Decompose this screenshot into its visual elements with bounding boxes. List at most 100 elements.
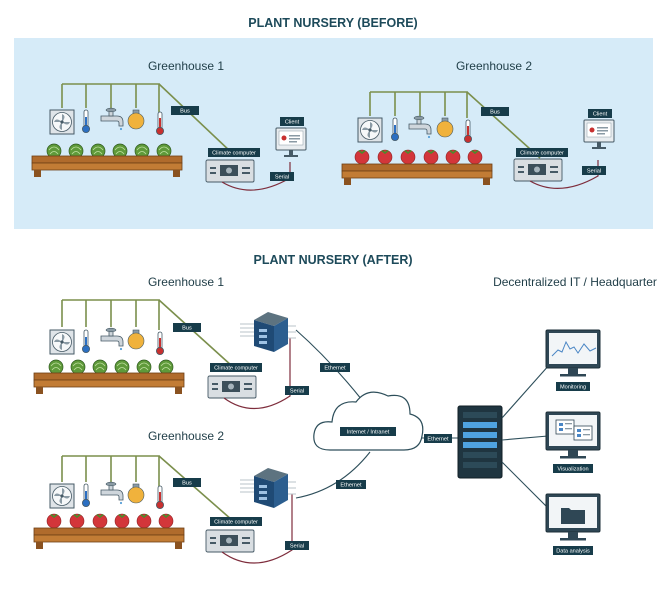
tomato-icon [114, 513, 130, 529]
serial-label: Serial [270, 172, 294, 181]
tomato-icon [467, 149, 483, 165]
bus-label: Bus [173, 478, 201, 487]
greenhouse-label: Greenhouse 1 [148, 59, 224, 73]
server-ethernet-label: Ethernet [424, 434, 452, 443]
after-greenhouse-1: Greenhouse 1 Bus Climate computer [33, 275, 363, 410]
tomato-icon [92, 513, 108, 529]
light-bulb-icon [127, 329, 145, 350]
bus-label: Bus [481, 107, 509, 116]
bus-wire [369, 91, 541, 159]
tomato-icon [46, 513, 62, 529]
svg-text:Bus: Bus [490, 110, 500, 116]
before-greenhouse-2: Greenhouse 2 Bus Climate computer [341, 59, 615, 190]
greenhouse-label: Greenhouse 1 [148, 275, 224, 289]
planter-box [33, 372, 185, 395]
svg-text:Bus: Bus [180, 109, 190, 115]
greenhouse-label: Greenhouse 2 [456, 59, 532, 73]
serial-cable [529, 160, 599, 190]
link-data-analysis [501, 461, 551, 511]
svg-text:Visualization: Visualization [557, 467, 588, 473]
monitor-visualization: Visualization [545, 411, 601, 473]
svg-text:Data analysis: Data analysis [556, 549, 590, 555]
thermometer-icon [155, 331, 165, 356]
planter-box [33, 527, 185, 550]
serial-label: Serial [582, 166, 606, 175]
chart-line-icon [551, 340, 597, 357]
light-bulb-icon [127, 483, 145, 504]
svg-text:Climate computer: Climate computer [214, 366, 258, 372]
svg-text:Client: Client [593, 112, 608, 118]
plant-icon [70, 359, 86, 375]
tomato-icon [445, 149, 461, 165]
plant-icon [158, 359, 174, 375]
svg-text:Bus: Bus [182, 326, 192, 332]
climate-computer-label: Climate computer [210, 363, 262, 372]
link-monitoring [501, 363, 551, 419]
monitor-monitoring: Monitoring [545, 329, 601, 391]
after-title: PLANT NURSERY (AFTER) [253, 253, 412, 267]
plant-icon [92, 359, 108, 375]
after-greenhouse-2: Greenhouse 2 Bus Climate computer [33, 429, 371, 564]
tomato-icon [158, 513, 174, 529]
serial-label: Serial [285, 386, 309, 395]
climate-computer-label: Climate computer [210, 517, 262, 526]
serial-label: Serial [285, 541, 309, 550]
svg-text:Serial: Serial [587, 169, 601, 175]
svg-text:Climate computer: Climate computer [212, 151, 256, 157]
climate-computer-icon [205, 529, 255, 553]
before-greenhouse-1: Greenhouse 1 Bus Climate computer [31, 59, 307, 191]
faucet-icon [100, 481, 124, 505]
ethernet-label: Ethernet [336, 480, 366, 489]
svg-text:Client: Client [285, 120, 300, 126]
ethernet-link [295, 329, 363, 401]
ethernet-label: Ethernet [320, 363, 350, 372]
svg-text:Ethernet: Ethernet [340, 483, 362, 489]
cloud-label: Internet / Intranet [340, 427, 396, 436]
client-label: Client [588, 109, 612, 118]
tomato-icon [136, 513, 152, 529]
svg-text:Serial: Serial [290, 389, 304, 395]
bus-label: Bus [171, 106, 199, 115]
network-switch-icon [239, 311, 297, 353]
cloud-icon: Internet / Intranet [313, 391, 424, 451]
plant-icon [136, 359, 152, 375]
bus-label: Bus [173, 323, 201, 332]
climate-computer-label: Climate computer [516, 148, 568, 157]
before-panel [14, 38, 653, 229]
thermometer-icon [155, 485, 165, 510]
monitor-data-analysis: Data analysis [545, 493, 601, 555]
svg-text:Ethernet: Ethernet [427, 437, 449, 443]
headquarter-label: Decentralized IT / Headquarter [493, 275, 657, 289]
bus-wire [61, 455, 233, 521]
plant-icon [48, 359, 64, 375]
bus-wire [61, 83, 233, 154]
tomato-icon [354, 149, 370, 165]
greenhouse-label: Greenhouse 2 [148, 429, 224, 443]
climate-computer-icon [513, 158, 563, 182]
svg-text:Serial: Serial [275, 175, 289, 181]
svg-text:Bus: Bus [182, 481, 192, 487]
before-title: PLANT NURSERY (BEFORE) [248, 16, 417, 30]
ethernet-link [295, 451, 371, 499]
dashboard-icon [555, 419, 593, 441]
plant-icon [114, 359, 130, 375]
serial-cable [223, 338, 291, 410]
tomato-icon [69, 513, 85, 529]
svg-text:Internet / Intranet: Internet / Intranet [347, 430, 390, 436]
tomato-icon [377, 149, 393, 165]
folder-icon [561, 508, 585, 524]
climate-computer-icon [205, 159, 255, 183]
climate-computer-label: Climate computer [208, 148, 260, 157]
fan-icon [49, 483, 75, 509]
svg-text:Climate computer: Climate computer [520, 151, 564, 157]
client-label: Client [280, 117, 304, 126]
svg-text:Ethernet: Ethernet [324, 366, 346, 372]
bus-wire [61, 299, 233, 367]
fan-icon [49, 109, 75, 135]
thermometer-icon [81, 329, 91, 354]
svg-text:Monitoring: Monitoring [560, 385, 586, 391]
fan-icon [49, 329, 75, 355]
serial-cable [221, 494, 293, 564]
svg-text:Serial: Serial [290, 544, 304, 550]
